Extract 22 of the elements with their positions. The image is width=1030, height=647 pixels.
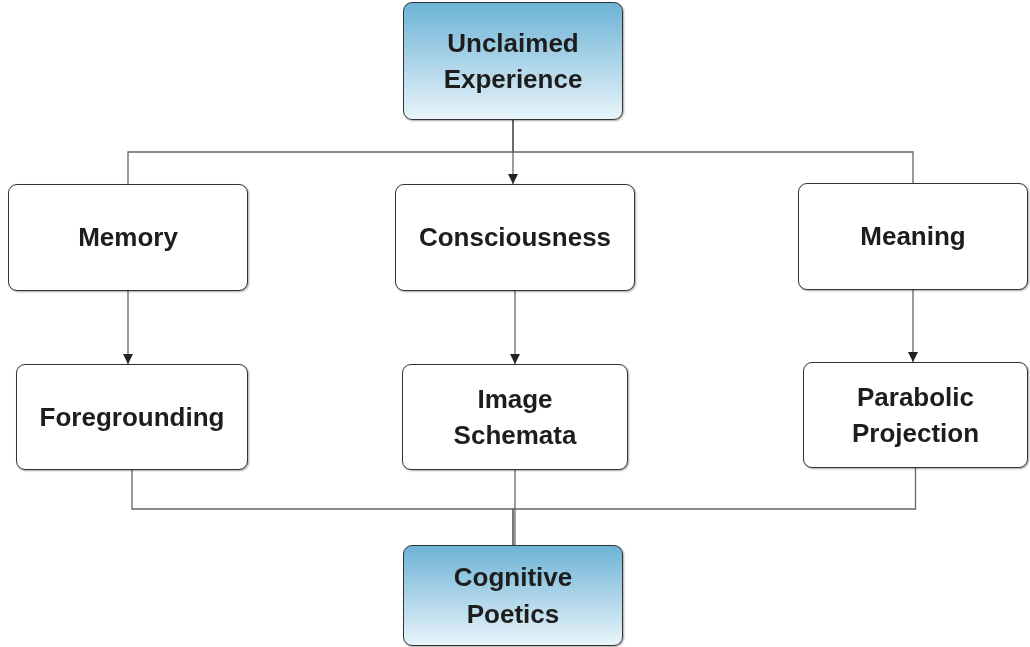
process-box <box>798 183 1028 290</box>
connector <box>512 467 917 546</box>
process-box <box>16 364 248 470</box>
node-label: Cognitive Poetics <box>452 561 574 631</box>
node-label: Foregrounding <box>38 400 226 434</box>
node-label: Consciousness <box>417 221 613 255</box>
node-label: Parabolic Projection <box>850 380 981 450</box>
highlight-box <box>403 545 623 646</box>
process-box <box>8 184 248 291</box>
process-box <box>803 362 1028 468</box>
node-label: Image Schemata <box>452 382 578 452</box>
process-box <box>395 184 635 291</box>
highlight-box <box>403 2 623 120</box>
connector <box>512 119 914 184</box>
node-label: Meaning <box>859 220 967 254</box>
connector <box>514 469 516 546</box>
process-box <box>402 364 628 470</box>
node-label: Memory <box>77 221 179 255</box>
connector <box>123 290 133 365</box>
connector <box>510 290 520 365</box>
connector <box>908 289 918 363</box>
node-label: Unclaimed Experience <box>442 26 584 96</box>
